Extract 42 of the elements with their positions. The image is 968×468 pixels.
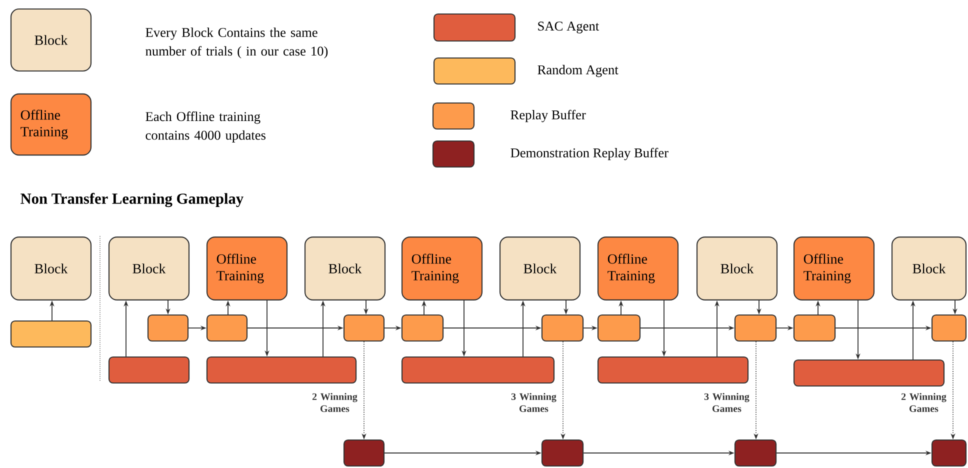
legend-label: SAC Agent	[538, 22, 600, 34]
buffer-box	[734, 439, 777, 467]
buffer-box	[147, 314, 189, 342]
block-box: Block	[304, 236, 386, 300]
edge-label: 3 Winning Games	[698, 392, 755, 414]
buffer-box	[931, 439, 967, 467]
agent-bar	[401, 356, 555, 384]
block-box: Block	[499, 236, 581, 300]
title: Non Transfer Learning Gameplay	[20, 192, 244, 208]
block-box: Block	[108, 236, 190, 300]
agent-bar	[10, 320, 92, 348]
buffer-box	[541, 314, 584, 342]
training-box: Offline Training	[10, 93, 92, 156]
training-box: Offline Training	[597, 236, 679, 300]
buffer-box	[541, 439, 584, 467]
block-box: Block	[891, 236, 967, 300]
buffer-box	[206, 314, 248, 342]
buffer-box	[734, 314, 777, 342]
training-box: Offline Training	[793, 236, 875, 300]
agent-bar	[206, 356, 357, 384]
edge-label: 2 Winning Games	[306, 392, 363, 414]
block-box: Block	[10, 8, 92, 72]
buffer-box	[401, 314, 444, 342]
buffer-box	[931, 314, 967, 342]
legend-label: Random Agent	[538, 64, 618, 78]
agent-bar	[793, 359, 945, 387]
training-box: Offline Training	[206, 236, 288, 300]
buffer-box	[793, 314, 836, 342]
agent-bar	[108, 356, 190, 384]
buffer-box	[343, 314, 385, 342]
buffer-box	[597, 314, 641, 342]
block-box: Block	[696, 236, 778, 300]
legend-label: Replay Buffer	[510, 110, 586, 122]
block-box: Block	[10, 236, 92, 300]
note-text: Each Offline training contains 4000 updates	[146, 112, 266, 142]
agent-bar	[597, 356, 749, 384]
edge-label: 2 Winning Games	[896, 392, 952, 414]
training-box: Offline Training	[401, 236, 483, 300]
legend-label: Demonstration Replay Buffer	[510, 148, 668, 160]
note-text: Every Block Contains the same number of trials ( in our case 10)	[146, 28, 328, 58]
edge-label: 3 Winning Games	[506, 392, 562, 414]
buffer-box	[343, 439, 385, 467]
